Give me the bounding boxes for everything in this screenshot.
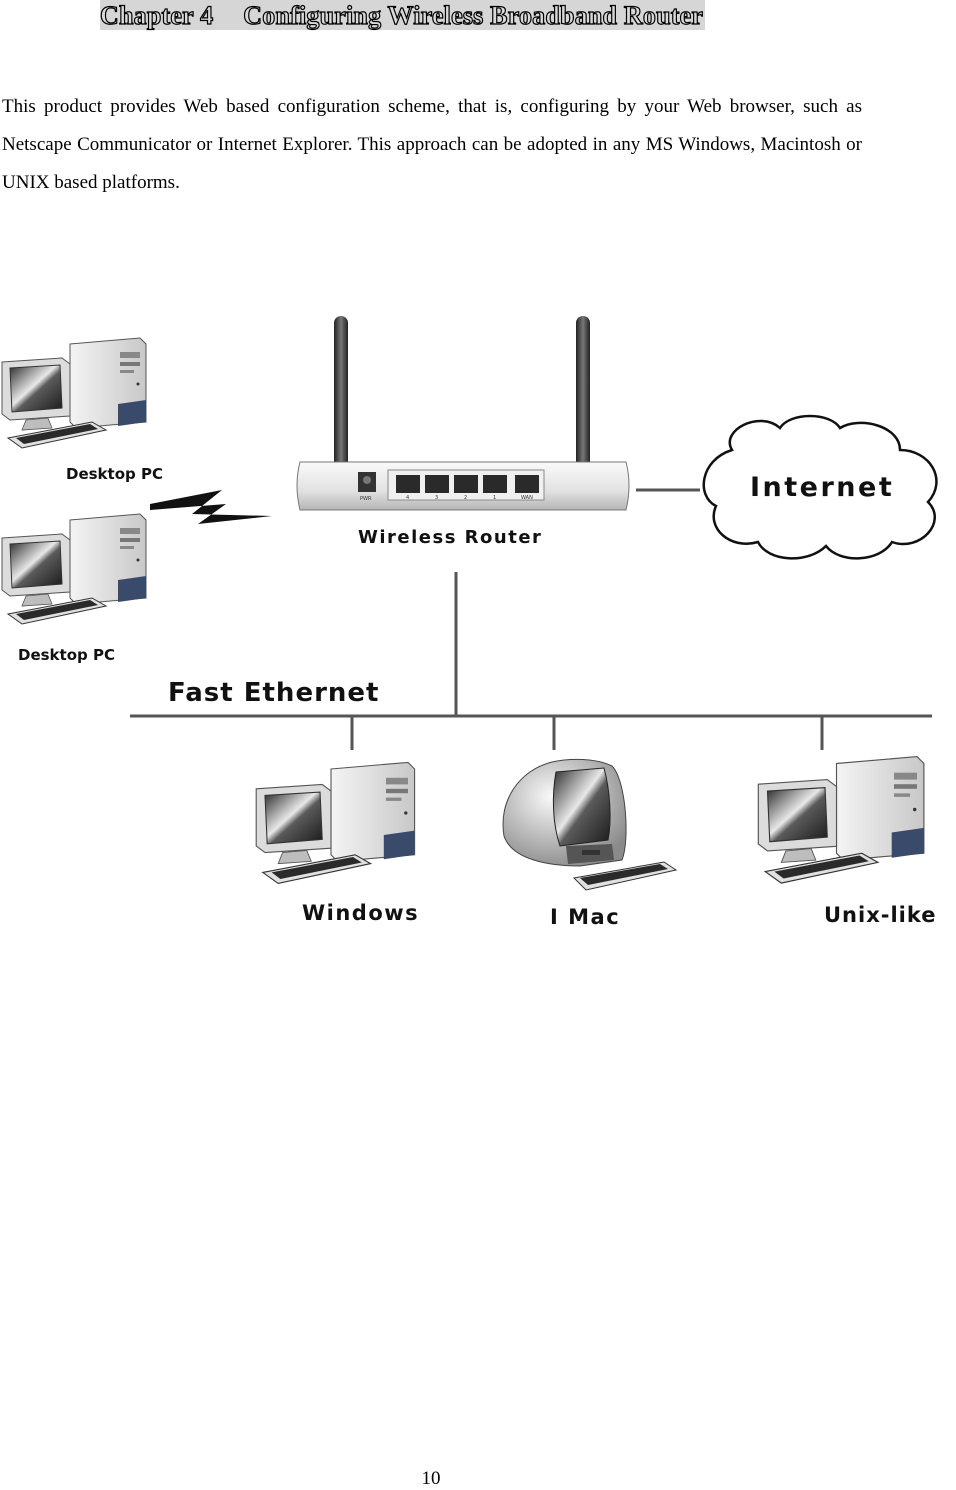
port-label-4: 4 [406,495,409,501]
chapter-heading: Chapter 4 Configuring Wireless Broadband… [99,0,706,30]
port-label-3: 3 [435,495,438,501]
imac [502,758,678,891]
internet-label: Internet [750,472,894,503]
chapter-number: Chapter 4 [99,1,214,30]
windows-pc [255,761,416,884]
router-label: Wireless Router [358,527,542,548]
port-label-2: 2 [464,495,467,501]
desktop-pc-1-label: Desktop PC [66,465,163,483]
intro-paragraph: This product provides Web based configur… [2,96,862,193]
fast-ethernet-label: Fast Ethernet [168,678,379,708]
imac-label: I Mac [550,905,620,929]
desktop-pc-1 [1,337,147,449]
port-label-1: 1 [493,495,496,501]
internet-cloud-icon [702,414,938,560]
chapter-title: Configuring Wireless Broadband Router [243,1,704,30]
port-label-wan: WAN [521,495,533,501]
wireless-router: PWR 4 3 2 1 WAN [296,316,630,511]
windows-label: Windows [302,901,419,925]
unix-pc [757,756,925,884]
desktop-pc-2-label: Desktop PC [18,646,115,664]
wireless-link-icon [150,490,272,524]
ethernet-lines [130,572,932,750]
port-label-pwr: PWR [360,496,372,502]
desktop-pc-2 [1,513,147,625]
unix-label: Unix-like [824,903,937,927]
network-diagram: Desktop PC Desktop PC PWR 4 3 2 1 WAN Wi… [1,316,938,929]
page-number: 10 [421,1468,441,1489]
